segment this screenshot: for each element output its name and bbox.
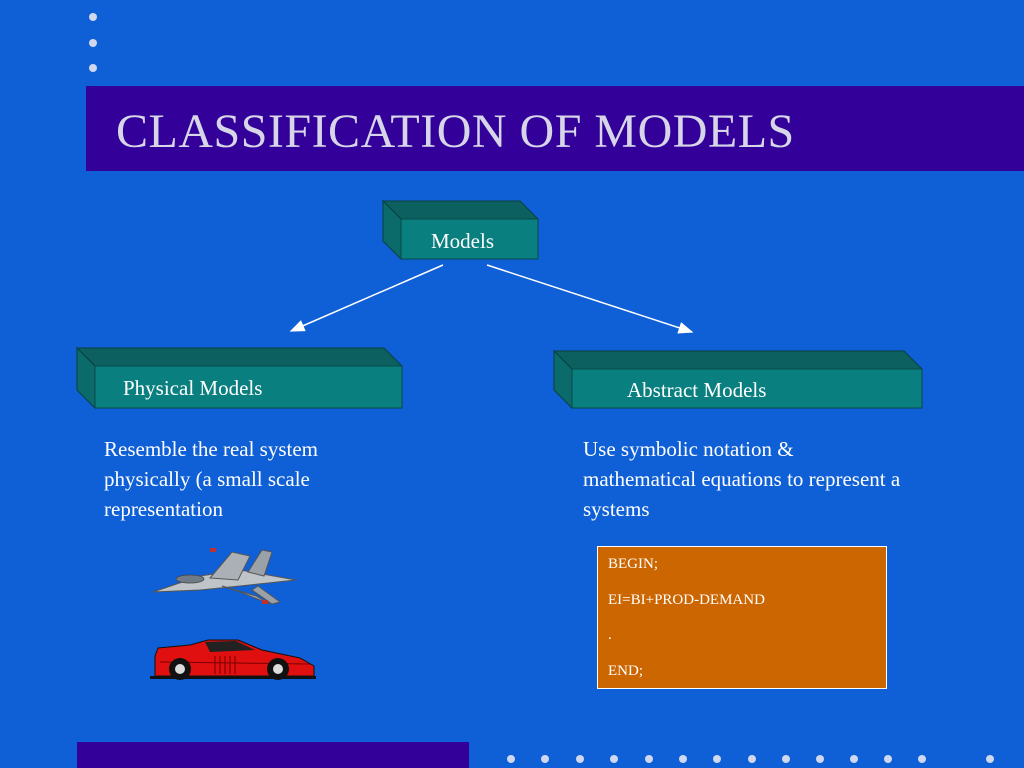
code-box: BEGIN; EI=BI+PROD-DEMAND . END;: [597, 546, 887, 689]
sports-car-icon: [150, 639, 316, 680]
decor-dot: [713, 755, 721, 763]
code-line: END;: [608, 663, 643, 679]
physical-models-description: Resemble the real system physically (a s…: [104, 434, 318, 524]
decor-dot: [645, 755, 653, 763]
decor-dot: [541, 755, 549, 763]
code-line: BEGIN;: [608, 556, 658, 572]
decor-dot: [89, 64, 97, 72]
models-box: [381, 199, 540, 261]
description-line: physically (a small scale: [104, 467, 310, 491]
description-line: Use symbolic notation &: [583, 437, 794, 461]
decor-dot: [610, 755, 618, 763]
decor-dot: [89, 39, 97, 47]
abstract-models-description: Use symbolic notation & mathematical equ…: [583, 434, 900, 524]
description-line: systems: [583, 497, 650, 521]
decor-dot: [816, 755, 824, 763]
jet-aircraft-icon: [152, 548, 297, 605]
decor-dot: [748, 755, 756, 763]
decor-dot: [782, 755, 790, 763]
description-line: representation: [104, 497, 223, 521]
decor-dot: [918, 755, 926, 763]
slide-title: CLASSIFICATION OF MODELS: [116, 105, 795, 158]
description-line: Resemble the real system: [104, 437, 319, 461]
abstract-models-box: [552, 349, 924, 410]
decor-dot: [576, 755, 584, 763]
physical-models-box: [75, 346, 404, 410]
decor-dot: [89, 13, 97, 21]
models-node-label: Models: [431, 229, 494, 253]
arrow-to-physical: [289, 264, 444, 332]
abstract-models-label: Abstract Models: [627, 378, 767, 402]
title-band: CLASSIFICATION OF MODELS: [86, 86, 1024, 171]
code-line: EI=BI+PROD-DEMAND: [608, 592, 765, 608]
decor-dot: [679, 755, 687, 763]
decor-dot: [507, 755, 515, 763]
decor-dot: [986, 755, 994, 763]
arrow-to-abstract: [486, 264, 694, 334]
decor-dot: [884, 755, 892, 763]
code-line: .: [608, 627, 612, 643]
footer-band: [77, 742, 469, 768]
decor-dot: [850, 755, 858, 763]
physical-models-label: Physical Models: [123, 376, 263, 400]
description-line: mathematical equations to represent a: [583, 467, 901, 491]
